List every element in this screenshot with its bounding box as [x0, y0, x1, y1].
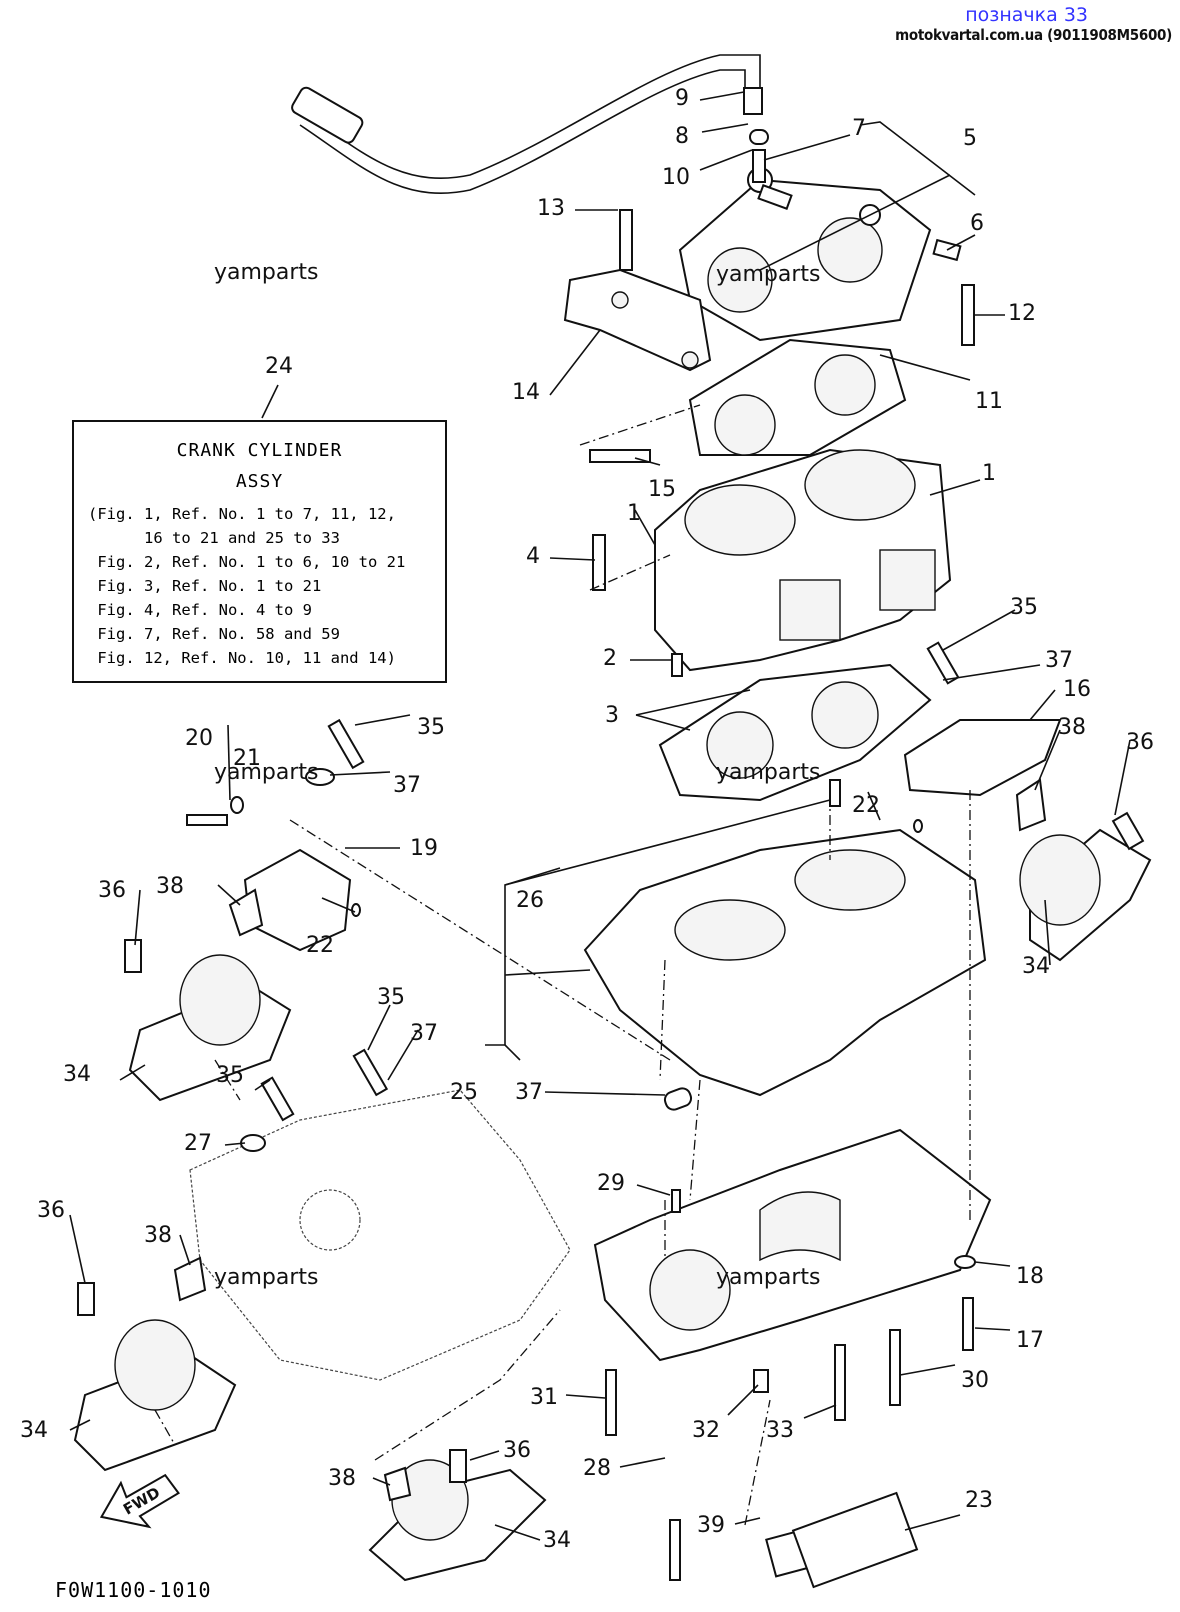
assy-line: (Fig. 1, Ref. No. 1 to 7, 11, 12, — [88, 505, 396, 523]
callout-8: 8 — [675, 124, 689, 149]
assy-line: Fig. 12, Ref. No. 10, 11 and 14) — [88, 649, 396, 667]
callout-14: 14 — [512, 380, 540, 405]
assy-subtitle: ASSY — [235, 471, 284, 492]
assy-line: Fig. 7, Ref. No. 58 and 59 — [88, 625, 340, 643]
callout-19: 19 — [410, 836, 438, 861]
assy-line: 16 to 21 and 25 to 33 — [88, 529, 340, 547]
callout-30: 30 — [961, 1368, 989, 1393]
reed-valve-right-part — [903, 719, 1062, 797]
callout-13: 13 — [537, 196, 565, 221]
callout-37: 37 — [1045, 648, 1073, 673]
page-title: позначка 33 — [965, 4, 1088, 26]
leader-lines — [69, 91, 1131, 1541]
head-gasket-part — [688, 338, 907, 456]
assy-line: Fig. 2, Ref. No. 1 to 6, 10 to 21 — [88, 553, 406, 571]
callout-11: 11 — [975, 389, 1003, 414]
hose-part — [291, 54, 763, 194]
callout-5: 5 — [963, 126, 977, 151]
watermark: yamparts — [716, 262, 821, 287]
callout-27: 37 — [515, 1080, 543, 1105]
callout-33: 33 — [766, 1418, 794, 1443]
callout-32: 32 — [692, 1418, 720, 1443]
callout-3: 3 — [605, 703, 619, 728]
fwd-arrow-icon — [99, 1473, 180, 1529]
callout-7: 7 — [852, 116, 866, 141]
callout-38d: 38 — [328, 1466, 356, 1491]
callout-38b: 38 — [156, 874, 184, 899]
crankcase-lower-part — [593, 1128, 992, 1362]
source-label: motokvartal.com.ua (9011908M5600) — [895, 26, 1172, 44]
callout-12: 12 — [1008, 301, 1036, 326]
callout-29: 29 — [597, 1171, 625, 1196]
callout-34: 34 — [1022, 954, 1050, 979]
cylinder-head-part — [678, 167, 932, 342]
callout-4: 4 — [526, 544, 540, 569]
callout-39: 39 — [697, 1513, 725, 1538]
callout-35: 35 — [1010, 595, 1038, 620]
callout-38c: 38 — [144, 1223, 172, 1248]
callout-20: 20 — [185, 726, 213, 751]
callout-36c: 36 — [37, 1198, 65, 1223]
callout-35d: 35 — [216, 1063, 244, 1088]
assy-info-box: CRANK CYLINDER ASSY (Fig. 1, Ref. No. 1 … — [72, 420, 447, 683]
callout-26: 26 — [516, 888, 544, 913]
figure-id: F0W1100-1010 — [55, 1578, 212, 1602]
assy-title: CRANK CYLINDER — [176, 440, 343, 461]
watermark: yamparts — [716, 1265, 821, 1290]
callout-38: 38 — [1058, 715, 1086, 740]
ghost-crankcase — [189, 1089, 571, 1381]
callout-17: 17 — [1016, 1328, 1044, 1353]
callout-28: 28 — [583, 1456, 611, 1481]
callout-2: 2 — [603, 646, 617, 671]
callout-34d: 34 — [543, 1528, 571, 1553]
fasteners — [77, 129, 1145, 1589]
callout-22: 22 — [852, 793, 880, 818]
callout-23: 23 — [965, 1488, 993, 1513]
callout-36: 36 — [1126, 730, 1154, 755]
assy-line: Fig. 3, Ref. No. 1 to 21 — [88, 577, 322, 595]
callout-10: 10 — [662, 165, 690, 190]
callout-31: 31 — [530, 1385, 558, 1410]
callout-21: 21 — [233, 746, 261, 771]
engine-bracket-part — [563, 268, 712, 372]
callout-36b: 36 — [98, 878, 126, 903]
callout-35c: 35 — [377, 985, 405, 1010]
watermark: yamparts — [214, 1265, 319, 1290]
watermark: yamparts — [214, 760, 319, 785]
callout-22b: 22 — [306, 933, 334, 958]
callout-15: 15 — [648, 477, 676, 502]
callout-25: 25 — [450, 1080, 478, 1105]
callout-9: 9 — [675, 86, 689, 111]
callout-1b: 1 — [627, 501, 641, 526]
reed-valve-left-part — [243, 848, 352, 952]
callout-36d: 36 — [503, 1438, 531, 1463]
engine-mount-left-lower — [73, 1319, 237, 1472]
callout-6: 6 — [970, 211, 984, 236]
assy-line: Fig. 4, Ref. No. 4 to 9 — [88, 601, 312, 619]
watermark: yamparts — [716, 760, 821, 785]
watermark: yamparts — [214, 260, 319, 285]
callout-1: 1 — [982, 461, 996, 486]
assembly-lines — [154, 404, 971, 1526]
callout-35b: 35 — [417, 715, 445, 740]
assy-lines: (Fig. 1, Ref. No. 1 to 7, 11, 12, 16 to … — [74, 502, 445, 670]
engine-mount-right — [1019, 828, 1152, 962]
callout-34b: 34 — [63, 1062, 91, 1087]
base-gasket-part — [658, 663, 932, 802]
callout-18: 18 — [1016, 1264, 1044, 1289]
cylinder-block-part — [654, 448, 952, 672]
engine-mount-left-upper — [128, 954, 292, 1102]
callout-37d: 27 — [184, 1131, 212, 1156]
callout-37b: 37 — [393, 773, 421, 798]
callout-24: 24 — [265, 354, 293, 379]
callout-16: 16 — [1063, 677, 1091, 702]
callout-37c: 37 — [410, 1021, 438, 1046]
callout-34c: 34 — [20, 1418, 48, 1443]
crankcase-upper-part — [583, 828, 987, 1097]
